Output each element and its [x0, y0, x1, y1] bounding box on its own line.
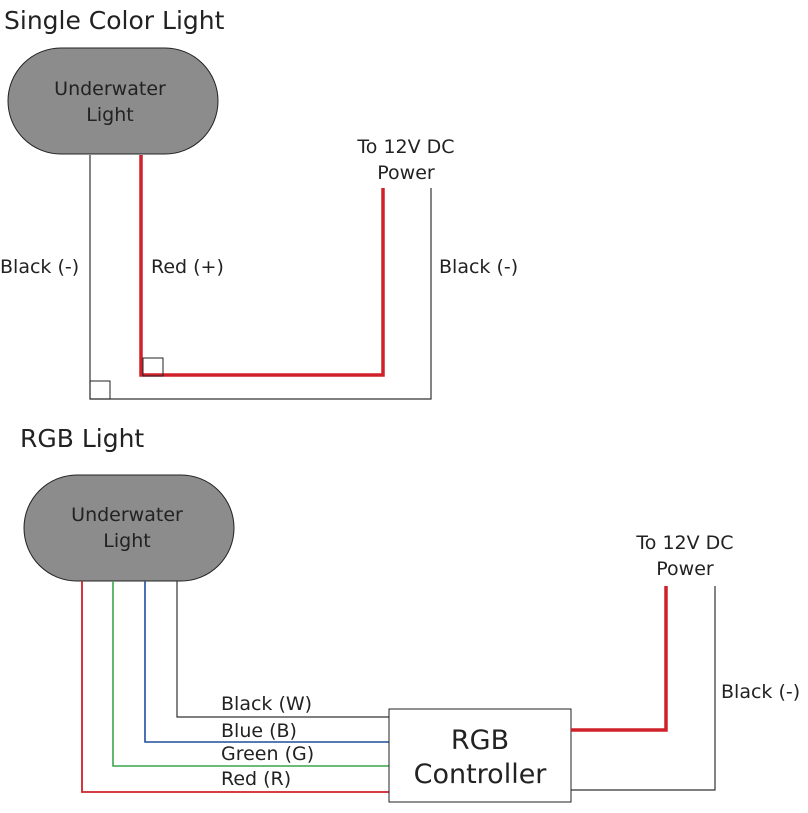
rgb-title: RGB Light	[20, 424, 144, 453]
rgb-controller-label-2: Controller	[414, 759, 548, 790]
single-black-right-label: Black (-)	[439, 256, 518, 278]
rgb-black-w-wire	[176, 581, 389, 718]
single-light-label-1: Underwater	[54, 78, 166, 100]
rgb-black-w-label: Black (W)	[221, 693, 312, 715]
rgb-black-right-label: Black (-)	[721, 681, 800, 703]
rgb-power-label-1: To 12V DC	[635, 532, 733, 554]
single-black-wire	[89, 155, 432, 400]
rgb-power-black-wire	[571, 586, 716, 791]
single-underwater-light	[7, 47, 219, 155]
single-black-splice	[89, 380, 111, 400]
single-color-title: Single Color Light	[4, 6, 225, 35]
rgb-light-label-1: Underwater	[71, 504, 183, 526]
single-red-splice	[142, 357, 164, 377]
rgb-green-label: Green (G)	[221, 743, 314, 765]
rgb-green-wire	[112, 581, 389, 767]
single-power-label-1: To 12V DC	[356, 136, 454, 158]
rgb-blue-label: Blue (B)	[221, 720, 297, 742]
single-red-label: Red (+)	[151, 256, 224, 278]
rgb-power-red-wire	[571, 586, 668, 732]
rgb-blue-wire	[144, 581, 389, 743]
rgb-light-label-2: Light	[103, 530, 150, 552]
single-red-wire	[139, 155, 385, 377]
rgb-red-wire	[81, 581, 389, 793]
single-black-left-label: Black (-)	[0, 256, 79, 278]
rgb-power-label-2: Power	[656, 558, 714, 580]
rgb-red-label: Red (R)	[221, 768, 291, 790]
rgb-controller-box	[388, 708, 572, 803]
rgb-controller-label-1: RGB	[451, 725, 509, 756]
rgb-underwater-light	[23, 474, 235, 582]
single-power-label-2: Power	[377, 162, 435, 184]
single-light-label-2: Light	[86, 104, 133, 126]
